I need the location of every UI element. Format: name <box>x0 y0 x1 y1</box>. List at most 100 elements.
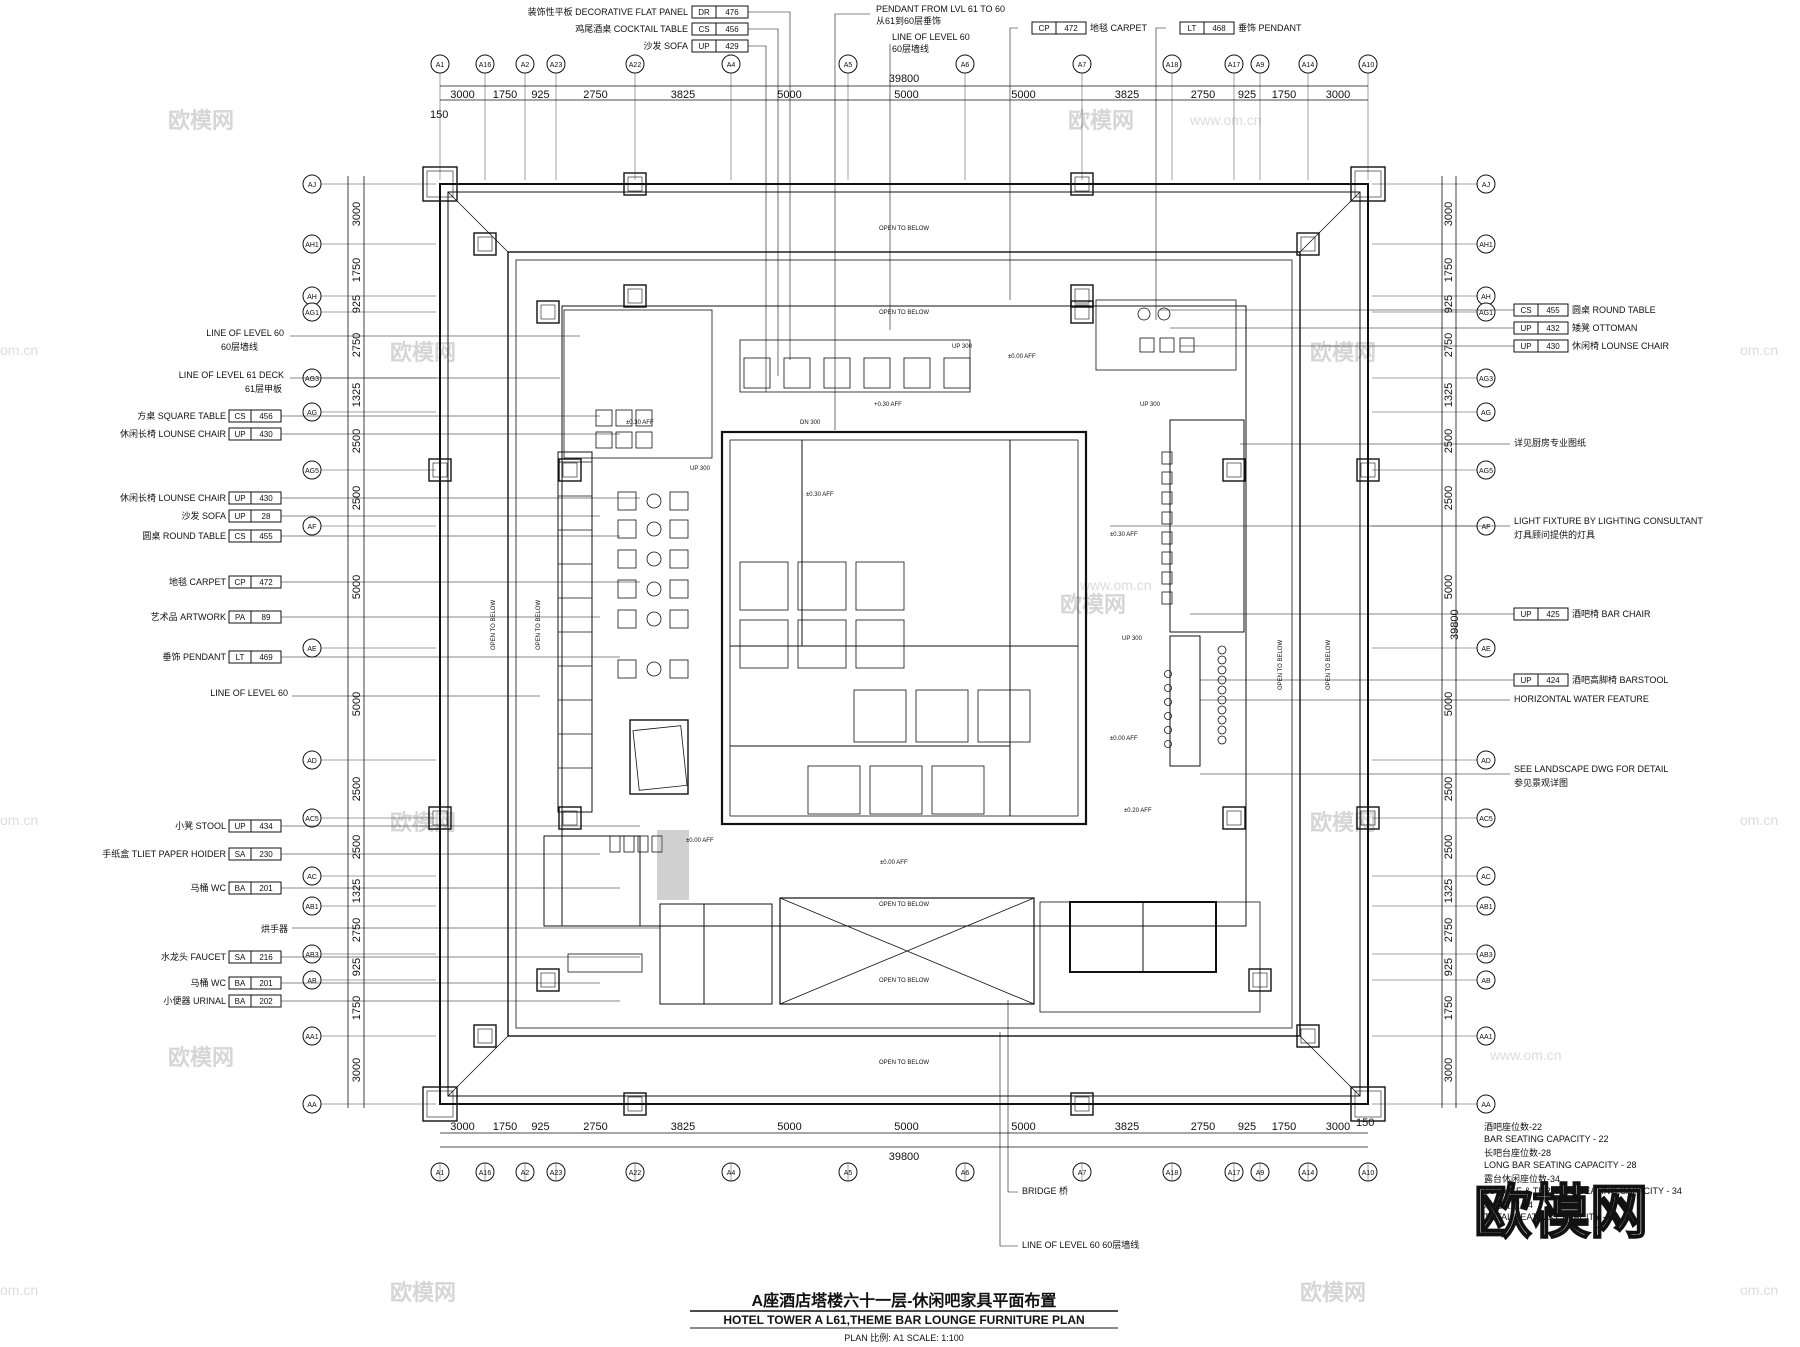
callout-num-box <box>1055 21 1087 35</box>
booth-seat <box>903 357 931 389</box>
grid-label: AC <box>1481 874 1491 881</box>
artwork <box>632 725 688 791</box>
watermark-site: om.cn <box>1740 812 1778 828</box>
round-table <box>646 493 662 509</box>
dimension-value: 925 <box>351 295 363 313</box>
callout-num-box <box>1537 303 1569 317</box>
edge-dimension: 150 <box>430 109 448 121</box>
callout-label: 沙发 SOFA <box>643 40 688 51</box>
dimension-value: 3825 <box>671 1121 695 1133</box>
callout-num: 430 <box>259 430 273 439</box>
column-inner <box>477 1028 493 1044</box>
lift-car <box>797 561 847 611</box>
barstool <box>1161 551 1173 565</box>
dimension-value: 1750 <box>1272 89 1296 101</box>
dimension-value: 1325 <box>1443 383 1455 407</box>
callout-num: 472 <box>259 578 273 587</box>
column-inner <box>1300 1028 1316 1044</box>
callout-label: 方桌 SQUARE TABLE <box>137 410 226 421</box>
column <box>1070 1092 1094 1116</box>
total-seating: TOTAL SEATING CAPACITY - 84 <box>1484 1212 1618 1222</box>
dimension-value: 3825 <box>1115 89 1139 101</box>
callout-code: DR <box>698 8 710 17</box>
dimension-value: 3825 <box>1115 1121 1139 1133</box>
booth-seat <box>943 357 971 389</box>
sofa <box>669 549 689 569</box>
barstool <box>1164 684 1172 692</box>
grid-label: AG5 <box>305 468 319 475</box>
column <box>1248 968 1272 992</box>
dimension-value: 5000 <box>1443 575 1455 599</box>
grid-label: AG3 <box>305 376 319 383</box>
callout-code: UP <box>1520 610 1531 619</box>
callout-num: 201 <box>259 884 273 893</box>
dimension-value: 5000 <box>1011 1121 1035 1133</box>
grid-label: AH1 <box>305 242 319 249</box>
grid-label: A18 <box>1166 62 1179 69</box>
callout-label: 沙发 SOFA <box>181 510 226 521</box>
booth-seat <box>863 357 891 389</box>
open-to-below-note: OPEN TO BELOW <box>491 600 497 650</box>
callout-label: 手纸盒 TLIET PAPER HOIDER <box>102 848 226 859</box>
callout-num: 455 <box>1546 306 1560 315</box>
callout-code: CP <box>1038 24 1049 33</box>
dimension-value: 5000 <box>1443 692 1455 716</box>
lift-car <box>915 689 969 743</box>
dimension-value: 2500 <box>1443 777 1455 801</box>
callout-num-box <box>1537 607 1569 621</box>
level61-note-cn: 61层甲板 <box>245 383 282 394</box>
dimension-value: 1750 <box>1272 1121 1296 1133</box>
wc <box>609 835 621 853</box>
dimension-value: 1750 <box>493 1121 517 1133</box>
callout-label: 小便器 URINAL <box>163 995 226 1006</box>
bar-seating-cn: 酒吧座位数-22 <box>1484 1121 1542 1132</box>
grid-label: AA1 <box>305 1034 318 1041</box>
level-note: ±0.20 AFF <box>1124 808 1152 814</box>
callout-num: 469 <box>259 653 273 662</box>
grid-label: A5 <box>844 62 853 69</box>
callout-label: 垂饰 PENDANT <box>162 651 226 662</box>
watermark-site: www.om.cn <box>1079 577 1152 593</box>
booth-seat <box>783 357 811 389</box>
dimensions-left: 3000175092527501325250025005000500025002… <box>351 202 363 1082</box>
column-inner <box>540 304 556 320</box>
column <box>536 968 560 992</box>
callout-num: 476 <box>725 8 739 17</box>
column <box>558 458 582 482</box>
grid-label: AF <box>1482 524 1491 531</box>
dimension-value: 2500 <box>351 429 363 453</box>
dimension-value: 2500 <box>1443 429 1455 453</box>
callout-code: BA <box>235 997 246 1006</box>
level-note: +0.30 AFF <box>874 402 902 408</box>
open-to-below-note: OPEN TO BELOW <box>879 902 929 908</box>
vanity-counter <box>567 953 643 973</box>
step-note: UP 300 <box>690 466 711 472</box>
callout-code: CS <box>234 412 245 421</box>
structural-columns <box>422 166 1386 1122</box>
lighting-note: LIGHT FIXTURE BY LIGHTING CONSULTANT <box>1514 516 1703 526</box>
grid-label: AA <box>1481 1102 1491 1109</box>
column <box>1070 300 1094 324</box>
barstool <box>1217 725 1227 735</box>
callout-num: 425 <box>1546 610 1560 619</box>
dimension-value: 2500 <box>351 777 363 801</box>
column-inner <box>1252 972 1268 988</box>
dimension-value: 2750 <box>583 1121 607 1133</box>
wc <box>637 835 649 853</box>
dimension-value: 5000 <box>1011 89 1035 101</box>
callout-code: CS <box>234 532 245 541</box>
open-to-below-note: OPEN TO BELOW <box>1278 640 1284 690</box>
callout-label: 休闲椅 LOUNSE CHAIR <box>1572 340 1670 351</box>
callout-label: 水龙头 FAUCET <box>161 951 227 962</box>
column <box>1070 284 1094 308</box>
callout-num: 455 <box>259 532 273 541</box>
callout-label: 马桶 WC <box>191 882 227 893</box>
level60-note: LINE OF LEVEL 60 60层墙线 <box>1022 1239 1139 1250</box>
barstool <box>1217 655 1227 665</box>
watermark-site: www.om.cn <box>1489 1047 1562 1063</box>
barstool <box>1217 735 1227 745</box>
lounge-chair <box>595 409 613 427</box>
callout-label: 地毯 CARPET <box>169 576 227 587</box>
grid-label: AB3 <box>305 952 318 959</box>
